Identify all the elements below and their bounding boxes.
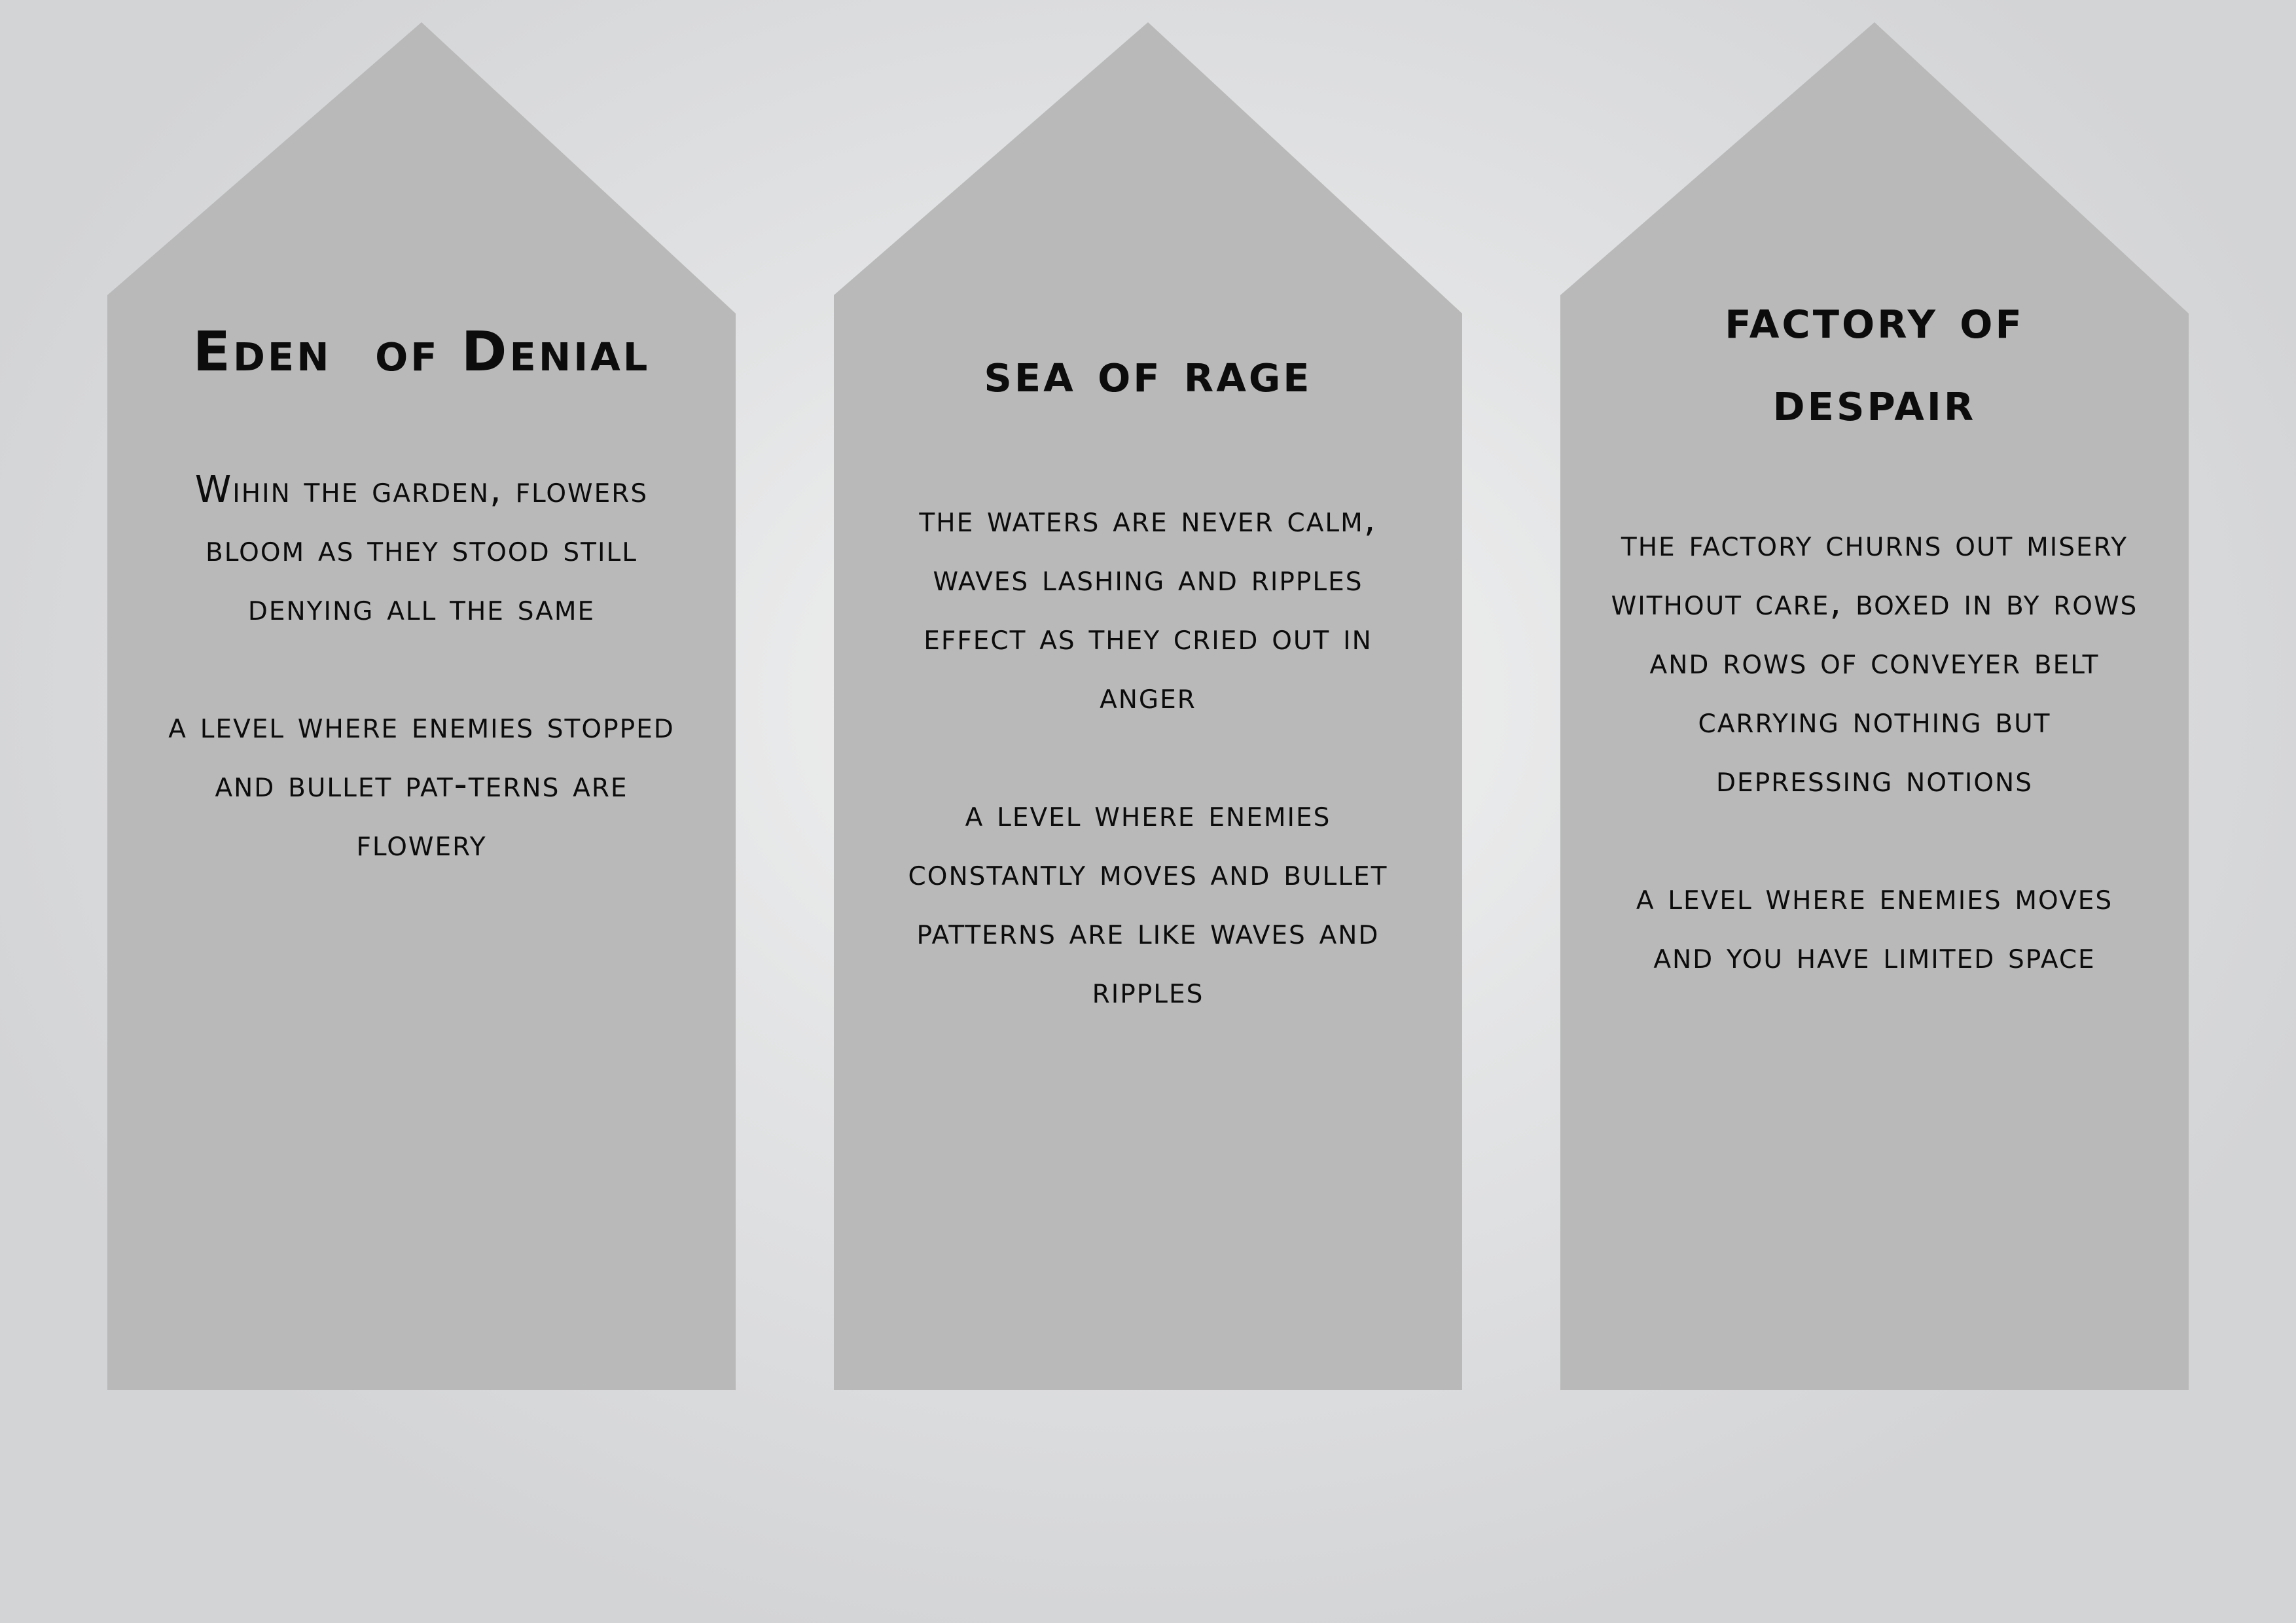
card-level-note: a level where enemies stopped and bullet…: [168, 704, 675, 865]
card-body: Wihin the garden, flowers bloom as they …: [153, 461, 690, 932]
card-description: the waters are never calm, waves lashing…: [919, 498, 1377, 717]
card-description: the factory churns out misery without ca…: [1611, 522, 2138, 800]
card-description: Wihin the garden, flowers bloom as they …: [194, 469, 649, 629]
card-shape: [834, 22, 1462, 1390]
level-card-sea-of-rage: sea of rage the waters are never calm, w…: [834, 22, 1462, 1390]
level-card-eden-of-denial: Eden of Denial Wihin the garden, flowers…: [107, 22, 736, 1390]
card-title: factory of despair: [1725, 287, 2024, 433]
card-title: Eden of Denial: [192, 319, 651, 383]
card-title: sea of rage: [984, 340, 1312, 404]
card-level-note: a level where enemies constantly moves a…: [908, 793, 1388, 1012]
card-shape: [1560, 22, 2189, 1390]
card-body: the factory churns out misery without ca…: [1606, 514, 2143, 1044]
card-level-note: a level where enemies moves and you have…: [1636, 876, 2113, 977]
level-card-factory-of-despair: factory of despair the factory churns ou…: [1560, 22, 2189, 1390]
card-body: the waters are never calm, waves lashing…: [880, 490, 1416, 1079]
card-shape: [107, 22, 736, 1390]
